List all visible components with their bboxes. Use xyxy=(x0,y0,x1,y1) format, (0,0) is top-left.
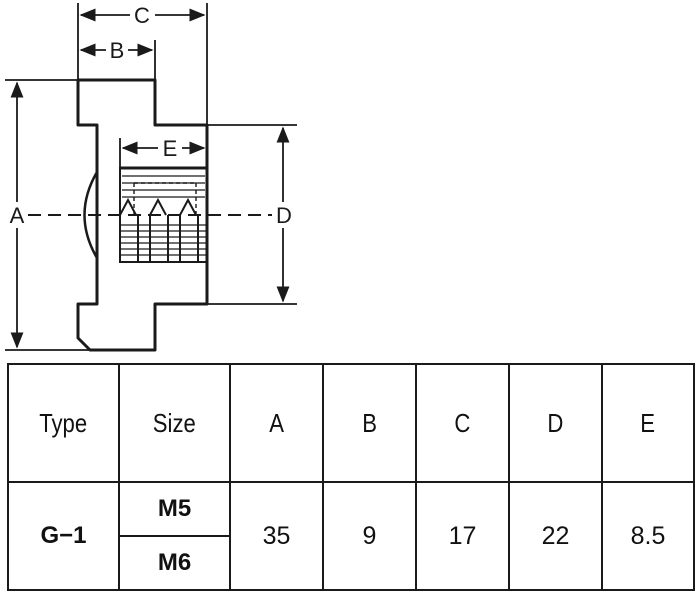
dimension-a xyxy=(5,79,90,351)
spec-table: Type Size A B C D E G−1 M5 35 9 17 22 8.… xyxy=(7,363,695,591)
dimension-b xyxy=(79,40,156,80)
header-b: B xyxy=(322,363,417,483)
dimension-e xyxy=(119,138,206,168)
table-row: G−1 M5 35 9 17 22 8.5 xyxy=(7,481,695,591)
header-c: C xyxy=(415,363,510,483)
header-row: Type Size A B C D E xyxy=(7,363,695,483)
label-b: B xyxy=(110,38,125,63)
cell-e: 8.5 xyxy=(601,481,695,591)
label-a: A xyxy=(10,203,25,228)
cell-a: 35 xyxy=(229,481,324,591)
header-e: E xyxy=(601,363,695,483)
dimension-c xyxy=(77,3,208,125)
cell-type: G−1 xyxy=(7,481,120,591)
header-a: A xyxy=(229,363,324,483)
header-size: Size xyxy=(118,363,231,483)
label-d: D xyxy=(276,203,292,228)
knob-cross-section-drawing: A D C B E xyxy=(5,3,297,352)
cell-c: 17 xyxy=(415,481,510,591)
table-row: M6 xyxy=(8,535,694,591)
cap-recess-arc xyxy=(83,171,99,259)
header-d: D xyxy=(508,363,603,483)
cell-d: 22 xyxy=(508,481,603,591)
threaded-insert xyxy=(119,166,209,263)
label-e: E xyxy=(163,136,178,161)
knob-outline xyxy=(76,78,209,352)
cell-size-m6: M6 xyxy=(118,535,231,591)
cell-b: 9 xyxy=(322,481,417,591)
cell-size-m5: M5 xyxy=(118,481,231,537)
dimension-d xyxy=(207,124,297,305)
header-type: Type xyxy=(7,363,120,483)
label-c: C xyxy=(134,3,150,28)
